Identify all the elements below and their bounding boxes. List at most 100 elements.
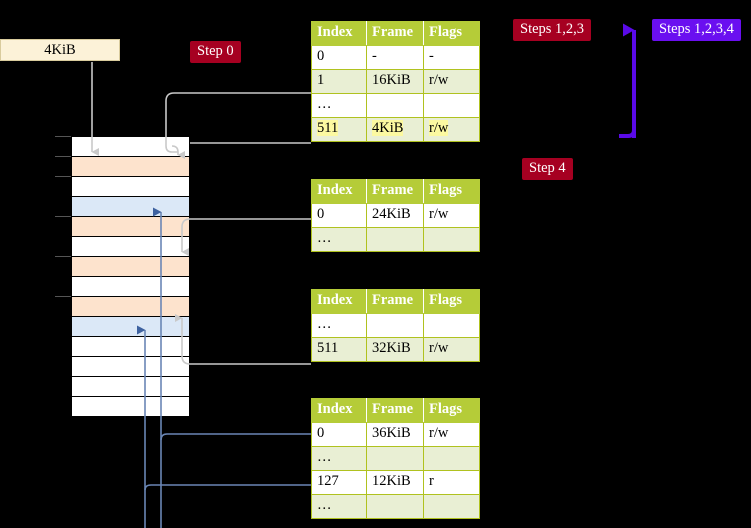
table-row: … [311,312,480,338]
memory-tick-mark [55,256,71,257]
memory-tick-mark [55,296,71,297]
memory-frame-block [71,196,190,217]
badge-steps-1234: Steps 1,2,3,4 [652,19,741,41]
cell-frame [366,445,424,471]
col-header-flags: Flags [423,289,480,314]
col-header-index: Index [311,289,367,314]
cell-index: 0 [311,421,367,447]
memory-frame-block [71,176,190,197]
col-header-frame: Frame [366,21,424,46]
cell-flags [423,493,480,519]
cell-frame: 24KiB [366,202,424,228]
cell-frame: 4KiB [366,116,424,142]
badge-steps-123: Steps 1,2,3 [513,19,592,41]
badge-step-4: Step 4 [522,158,573,180]
cell-index: 511 [311,336,367,362]
table-header-row: Index Frame Flags [311,21,480,46]
purple-bracket-group [619,23,636,138]
col-header-flags: Flags [423,21,480,46]
memory-frame-block [71,156,190,177]
cell-frame: 16KiB [366,68,424,94]
cell-flags [423,312,480,338]
memory-frame-block [71,236,190,257]
purple-foot [619,129,636,138]
physical-memory-column [55,136,190,417]
memory-tick-mark [55,136,71,137]
cell-frame [366,312,424,338]
cell-flags: r/w [423,421,480,447]
table-row: … [311,493,480,519]
memory-frame-block [71,276,190,297]
col-header-flags: Flags [423,179,480,204]
cell-index: … [311,92,367,118]
memory-frame-block [71,336,190,357]
cell-flags: r/w [423,202,480,228]
memory-tick-mark [55,216,71,217]
cell-index: 127 [311,469,367,495]
cell-frame [366,493,424,519]
memory-frame-block [71,356,190,377]
col-header-frame: Frame [366,179,424,204]
table-row: … [311,226,480,252]
cell-flags: - [423,44,480,70]
cell-flags: r/w [423,68,480,94]
memory-tick-mark [55,176,71,177]
cell-frame [366,92,424,118]
cell-frame: 32KiB [366,336,424,362]
wire-pt-row0 [160,433,311,528]
col-header-flags: Flags [423,398,480,423]
cell-flags: r/w [423,336,480,362]
table-row: 511 4KiB r/w [311,116,480,142]
cell-flags [423,226,480,252]
cell-index: 0 [311,44,367,70]
cell-flags: r [423,469,480,495]
cell-frame [366,226,424,252]
memory-tick-mark [55,156,71,157]
cell-index: 1 [311,68,367,94]
cell-index: … [311,226,367,252]
table-header-row: Index Frame Flags [311,289,480,314]
col-header-frame: Frame [366,289,424,314]
highlighted-value: 511 [317,119,339,136]
cell-index: … [311,445,367,471]
wire-pt-row127 [144,484,311,528]
table-header-row: Index Frame Flags [311,398,480,423]
table-row: 0-- [311,44,480,70]
memory-frame-block [71,396,190,417]
highlighted-value: r/w [429,119,449,136]
col-header-index: Index [311,398,367,423]
memory-frame-block [71,256,190,277]
memory-frame-block [71,316,190,337]
col-header-index: Index [311,21,367,46]
col-header-index: Index [311,179,367,204]
cell-frame: - [366,44,424,70]
frame-size-label: 4KiB [44,41,76,58]
memory-frame-block [71,216,190,237]
frame-size-box: 4KiB [0,39,120,61]
cell-index: 511 [311,116,367,142]
cell-frame: 12KiB [366,469,424,495]
table-row: … [311,92,480,118]
memory-frame-block [71,296,190,317]
cell-flags: r/w [423,116,480,142]
cell-flags [423,92,480,118]
memory-frame-block [71,136,190,157]
col-header-frame: Frame [366,398,424,423]
cell-index: 0 [311,202,367,228]
cell-frame: 36KiB [366,421,424,447]
badge-step-0: Step 0 [190,41,241,63]
